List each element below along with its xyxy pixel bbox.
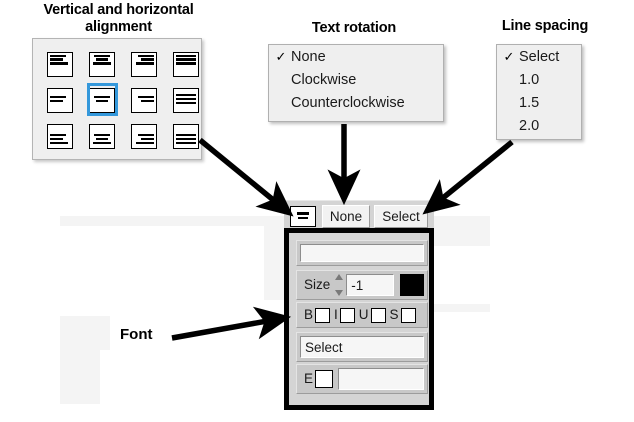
- strikethrough-label: S: [389, 307, 399, 323]
- alignment-cell-bottom-center[interactable]: [83, 118, 121, 154]
- font-color-swatch[interactable]: [399, 274, 424, 296]
- font-size-label: Size: [304, 277, 331, 293]
- font-size-row: Size -1: [296, 270, 428, 300]
- alignment-picker-panel[interactable]: [32, 38, 202, 160]
- alignment-cell-bottom-justify[interactable]: [167, 118, 205, 154]
- align-middle-center-icon: [291, 207, 315, 226]
- check-icon: ✓: [275, 48, 287, 64]
- font-style-row: B I U S: [296, 302, 428, 328]
- alignment-cell-top-justify[interactable]: [167, 46, 205, 82]
- check-icon: ✓: [503, 48, 515, 64]
- align-middle-center-icon: [89, 87, 115, 113]
- font-size-stepper[interactable]: [333, 274, 345, 296]
- alignment-callout-title: Vertical and horizontal alignment: [16, 2, 221, 36]
- spacing-menu-item-select[interactable]: ✓ Select: [497, 45, 581, 68]
- align-top-right-icon: [131, 51, 157, 77]
- align-middle-justify-icon: [173, 87, 199, 113]
- effect-checkbox[interactable]: [315, 370, 334, 388]
- align-bottom-justify-icon: [173, 123, 199, 149]
- align-bottom-left-icon: [47, 123, 73, 149]
- align-top-center-icon: [89, 51, 115, 77]
- rotation-menu-item-label: Counterclockwise: [291, 94, 405, 111]
- font-select-dropdown[interactable]: Select: [300, 336, 424, 358]
- align-bottom-right-icon: [131, 123, 157, 149]
- align-middle-left-icon: [47, 87, 73, 113]
- alignment-callout-title-line1: Vertical and horizontal: [43, 2, 194, 18]
- rotation-callout-title: Text rotation: [311, 20, 397, 36]
- bg-decor-rect-5: [0, 186, 60, 422]
- bg-decor-rect-8: [434, 246, 634, 304]
- underline-checkbox[interactable]: [370, 307, 386, 323]
- stepper-up-icon[interactable]: [335, 274, 344, 280]
- font-format-widget: None Select Size -1: [284, 200, 434, 410]
- bg-decor-rect-9: [434, 312, 634, 422]
- spacing-menu-item-1-5[interactable]: 1.5: [497, 91, 581, 114]
- rotation-menu-item-label: Clockwise: [291, 71, 357, 88]
- widget-toolbar: None Select: [284, 200, 434, 229]
- stepper-down-icon[interactable]: [335, 290, 344, 296]
- font-name-row: [296, 240, 428, 266]
- font-effect-row: E: [296, 364, 428, 394]
- italic-checkbox[interactable]: [339, 307, 355, 323]
- alignment-grid: [41, 46, 205, 154]
- spacing-callout-title: Line spacing: [501, 18, 589, 34]
- bg-decor-rect-4: [100, 350, 290, 410]
- spacing-menu-item-label: 1.0: [519, 71, 540, 88]
- spacing-menu-item-1-0[interactable]: 1.0: [497, 68, 581, 91]
- bg-decor-rect-10: [290, 410, 634, 422]
- alignment-cell-middle-left[interactable]: [41, 82, 79, 118]
- font-panel-inner: Size -1 B I U S: [292, 236, 428, 402]
- alignment-cell-top-right[interactable]: [125, 46, 163, 82]
- font-select-row: Select: [296, 332, 428, 362]
- align-bottom-center-icon: [89, 123, 115, 149]
- spacing-menu-item-label: 1.5: [519, 94, 540, 111]
- italic-label: I: [334, 307, 338, 323]
- effect-label: E: [304, 371, 314, 387]
- font-panel: Size -1 B I U S: [284, 228, 434, 410]
- effect-input[interactable]: [338, 368, 424, 390]
- toolbar-spacing-dropdown[interactable]: Select: [374, 205, 428, 228]
- toolbar-rotation-dropdown[interactable]: None: [322, 205, 370, 228]
- spacing-menu-item-2-0[interactable]: 2.0: [497, 114, 581, 137]
- spacing-menu-item-label: 2.0: [519, 117, 540, 134]
- bold-checkbox[interactable]: [315, 307, 331, 323]
- rotation-menu-item-clockwise[interactable]: Clockwise: [269, 68, 443, 91]
- rotation-menu-item-none[interactable]: ✓ None: [269, 45, 443, 68]
- spacing-menu-item-label: Select: [519, 48, 560, 65]
- alignment-cell-middle-right[interactable]: [125, 82, 163, 118]
- underline-label: U: [358, 307, 369, 323]
- align-middle-right-icon: [131, 87, 157, 113]
- alignment-callout-title-line2: alignment: [85, 19, 152, 35]
- bold-label: B: [304, 307, 314, 323]
- font-callout-label: Font: [120, 326, 153, 343]
- text-rotation-menu[interactable]: ✓ None Clockwise Counterclockwise: [268, 44, 444, 122]
- bg-decor-rect-11: [0, 404, 290, 422]
- alignment-cell-bottom-right[interactable]: [125, 118, 163, 154]
- alignment-cell-top-center[interactable]: [83, 46, 121, 82]
- line-spacing-menu[interactable]: ✓ Select 1.0 1.5 2.0: [496, 44, 582, 140]
- font-size-input[interactable]: -1: [346, 274, 394, 296]
- font-name-input[interactable]: [300, 244, 424, 262]
- alignment-cell-middle-justify[interactable]: [167, 82, 205, 118]
- alignment-cell-top-left[interactable]: [41, 46, 79, 82]
- strikethrough-checkbox[interactable]: [400, 307, 416, 323]
- alignment-cell-middle-center[interactable]: [83, 82, 121, 118]
- rotation-menu-item-counterclockwise[interactable]: Counterclockwise: [269, 91, 443, 114]
- rotation-menu-item-label: None: [291, 48, 326, 65]
- alignment-cell-bottom-left[interactable]: [41, 118, 79, 154]
- toolbar-alignment-button[interactable]: [290, 206, 316, 227]
- align-top-justify-icon: [173, 51, 199, 77]
- align-top-left-icon: [47, 51, 73, 77]
